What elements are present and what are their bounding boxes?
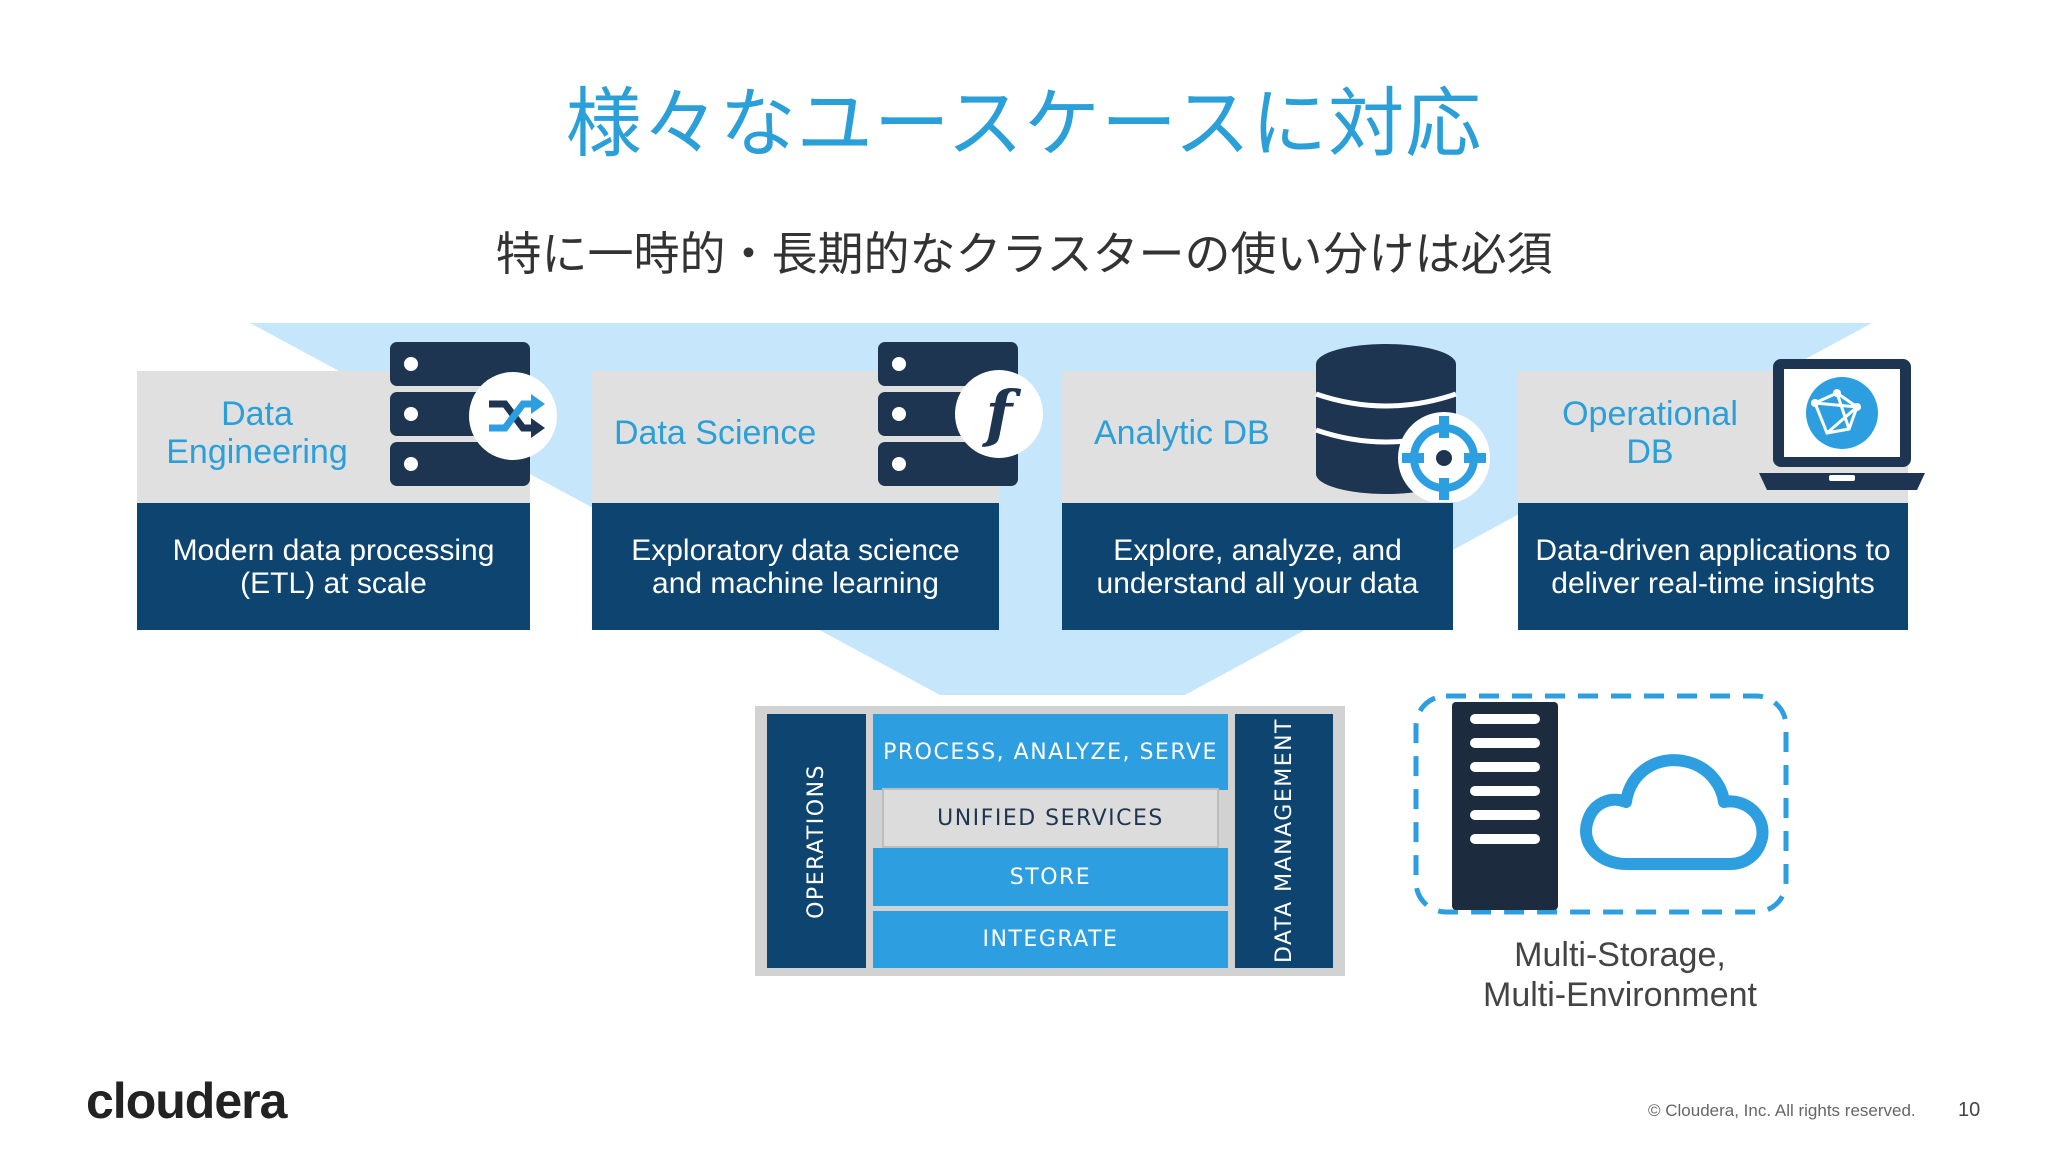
integrate-layer: INTEGRATE (873, 911, 1228, 968)
card-title: Operational DB (1562, 395, 1738, 471)
cloud-icon (1580, 754, 1769, 870)
data-management-bar: DATA MANAGEMENT (1235, 714, 1333, 968)
card-data-engineering: Data Engineering Modern data processing(… (137, 371, 530, 630)
architecture-stack: OPERATIONS PROCESS, ANALYZE, SERVE UNIFI… (755, 706, 1345, 976)
copyright-text: © Cloudera, Inc. All rights reserved. (1648, 1101, 1916, 1120)
unified-services-layer: UNIFIED SERVICES (882, 788, 1219, 848)
page-number: 10 (1958, 1099, 1981, 1121)
slide-subtitle: 特に一時的・長期的なクラスターの使い分けは必須 (495, 227, 1553, 281)
multi-storage-graphic (1413, 693, 1789, 915)
cloudera-logo: cloudera (86, 1073, 287, 1129)
server-rack-icon (1452, 702, 1558, 910)
store-layer: STORE (873, 848, 1228, 906)
card-title: Data Science (614, 414, 817, 452)
process-layer: PROCESS, ANALYZE, SERVE (873, 714, 1228, 790)
card-title: Data Engineering (166, 395, 348, 471)
server-function-icon: f (878, 342, 1043, 486)
operations-bar: OPERATIONS (767, 714, 866, 968)
server-shuffle-icon (390, 342, 557, 486)
slide-title: 様々なユースケースに対応 (565, 79, 1483, 168)
database-target-icon (1315, 344, 1490, 502)
card-title: Analytic DB (1094, 414, 1270, 452)
multi-storage-label: Multi-Storage, Multi-Environment (1483, 936, 1757, 1014)
laptop-globe-icon (1759, 359, 1925, 490)
card-description: Modern data processing(ETL) at scale (137, 503, 530, 630)
